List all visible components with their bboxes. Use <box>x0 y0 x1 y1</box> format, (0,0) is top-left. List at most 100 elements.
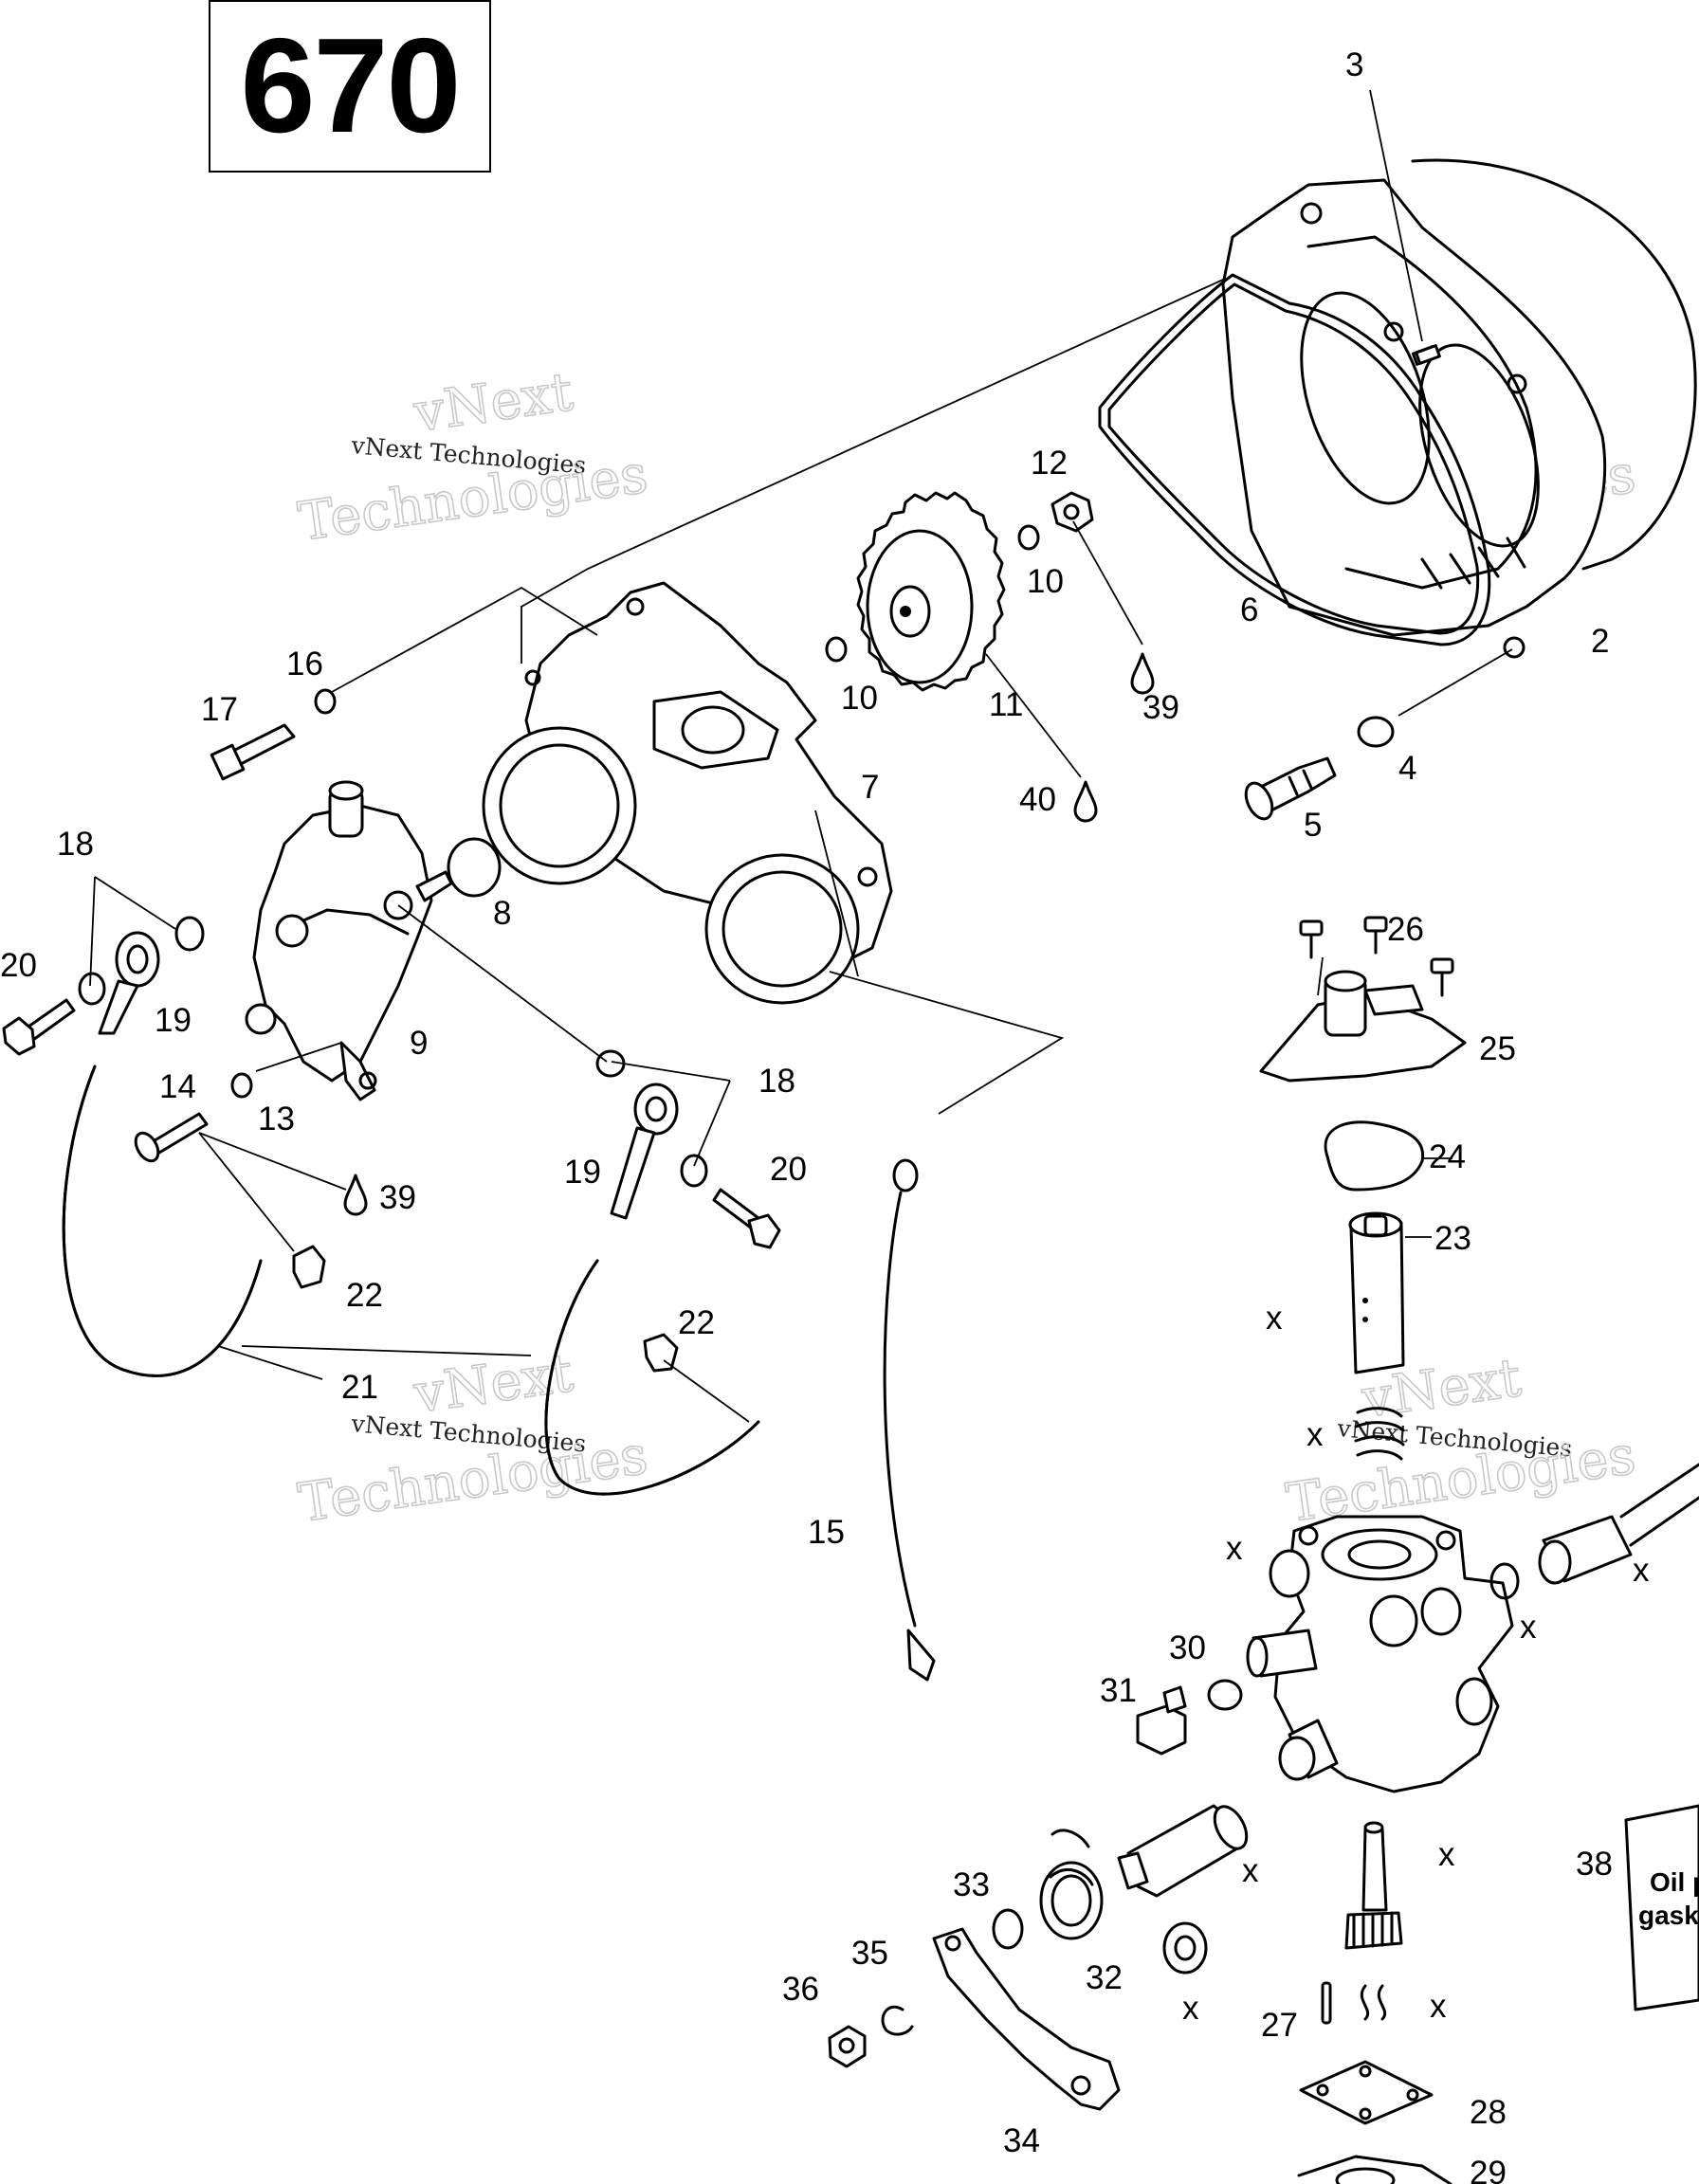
callout-20-b: 20 <box>770 1151 807 1188</box>
part-24-gasket <box>1324 1120 1425 1192</box>
callout-10-a: 10 <box>1027 563 1064 600</box>
part-7-pump-casing <box>482 581 893 1005</box>
callout-30: 30 <box>1169 1629 1206 1666</box>
x-mark: x <box>1266 1300 1283 1337</box>
callout-4: 4 <box>1398 750 1416 787</box>
callout-23: 23 <box>1434 1220 1471 1257</box>
part-18-washer-left-a <box>174 916 205 952</box>
callout-24: 24 <box>1429 1138 1466 1175</box>
callout-14: 14 <box>159 1068 196 1105</box>
part-22-clip-right <box>643 1333 679 1373</box>
x-mark: x <box>1520 1609 1537 1646</box>
callout-35: 35 <box>851 1935 888 1972</box>
callout-17: 17 <box>201 691 238 728</box>
callout-8: 8 <box>493 895 511 932</box>
part-12-nut <box>1050 491 1094 533</box>
callout-19-b: 19 <box>564 1154 601 1191</box>
part-21-oil-lines <box>62 1065 760 1496</box>
callout-21: 21 <box>341 1369 378 1406</box>
svg-text:gask: gask <box>1638 1901 1699 1930</box>
part-22-clip-left <box>292 1245 326 1289</box>
callout-18-b: 18 <box>758 1063 795 1100</box>
callout-25: 25 <box>1479 1030 1516 1067</box>
part-28-cover-plate <box>1299 2060 1434 2125</box>
x-mark: x <box>1226 1530 1243 1567</box>
leader-lines <box>89 89 1513 1423</box>
part-19-banjo-left <box>98 931 160 1035</box>
oil-drop-icon-39-b <box>343 1174 368 1216</box>
callout-12: 12 <box>1031 445 1068 482</box>
part-16-washer <box>314 688 337 715</box>
lower-pump-body <box>1246 1515 1514 1793</box>
part-38-gasket-sheet: Oil p gask <box>1624 1804 1699 2011</box>
drive-gear-shaft <box>1344 1821 1403 1950</box>
oil-drop-icon-39-a <box>1130 652 1155 695</box>
part-19-banjo-right <box>610 1083 679 1220</box>
part-30-washer <box>1207 1679 1243 1711</box>
part-25-cover <box>1259 970 1467 1083</box>
part-35-circlip <box>881 2006 914 2036</box>
x-marks: x x x x x x x x x <box>1182 1300 1650 2027</box>
part-13-washer <box>230 1072 253 1099</box>
callout-6: 6 <box>1240 592 1258 628</box>
part-20-bolt-left <box>2 998 76 1056</box>
x-mark: x <box>1438 1836 1455 1873</box>
part-26-screws <box>1299 916 1454 997</box>
callout-18-a: 18 <box>57 826 94 863</box>
callout-7: 7 <box>861 769 879 806</box>
part-31-plug <box>1136 1685 1187 1756</box>
part-27-pin <box>1321 1981 1387 2025</box>
part-15-cable <box>883 1158 936 1682</box>
callout-31: 31 <box>1100 1672 1137 1709</box>
part-6-gasket <box>1098 273 1491 646</box>
part-14-screw <box>134 1112 209 1163</box>
part-8-o-ring <box>447 837 502 898</box>
diagram-title: 670 <box>209 0 491 173</box>
callout-20-a: 20 <box>0 947 37 984</box>
x-mark: x <box>1242 1852 1259 1889</box>
watermark-right-bottom: vNext vNext Technologies Technologies <box>1282 1346 1640 1535</box>
callout-22-a: 22 <box>346 1277 383 1314</box>
x-mark: x <box>1633 1552 1650 1589</box>
callout-38: 38 <box>1576 1846 1613 1883</box>
callout-16: 16 <box>286 646 323 682</box>
seal-ring <box>1162 1921 1208 1975</box>
callout-26: 26 <box>1387 911 1424 948</box>
svg-text:vNext: vNext <box>410 361 577 445</box>
part-34-lever <box>932 1927 1121 2111</box>
part-18-washer-right-b <box>680 1154 708 1188</box>
callout-29: 29 <box>1470 2155 1507 2184</box>
x-mark: x <box>1430 1988 1447 2025</box>
part-4-washer <box>1357 716 1395 748</box>
callout-13: 13 <box>258 1101 295 1138</box>
callout-33: 33 <box>953 1866 990 1903</box>
part-23-plunger <box>1348 1211 1405 1374</box>
watermark-left-top: vNext vNext Technologies Technologies <box>294 360 652 554</box>
callout-39-a: 39 <box>1142 689 1179 726</box>
part-2-housing <box>1221 158 1697 659</box>
part-32-spring <box>1039 1829 1104 1940</box>
part-18-washer-left-b <box>78 972 106 1006</box>
oil-drop-icon-40 <box>1073 780 1098 823</box>
pump-shaft <box>1117 1804 1249 1898</box>
part-33-washer <box>992 1908 1024 1950</box>
callout-10-b: 10 <box>841 680 878 717</box>
part-10-washer-b <box>825 636 848 663</box>
callout-9: 9 <box>410 1025 428 1062</box>
callout-2: 2 <box>1591 623 1609 660</box>
x-mark: x <box>1306 1416 1324 1453</box>
part-10-washer-a <box>1017 524 1040 551</box>
callout-36: 36 <box>782 1971 819 2008</box>
part-3-pin <box>1415 344 1441 365</box>
part-36-nut <box>828 2025 867 2068</box>
check-valve-right <box>1489 1463 1699 1600</box>
part-17-bolt <box>210 723 296 781</box>
x-mark: x <box>1182 1990 1199 2027</box>
callout-15: 15 <box>808 1514 845 1551</box>
callout-39-b: 39 <box>379 1179 416 1216</box>
callout-40: 40 <box>1019 781 1056 818</box>
callout-labels: 2 3 4 5 6 7 8 9 10 10 11 12 13 14 15 16 … <box>0 46 1613 2184</box>
spring <box>1354 1407 1405 1461</box>
part-5-screw <box>1244 756 1337 821</box>
